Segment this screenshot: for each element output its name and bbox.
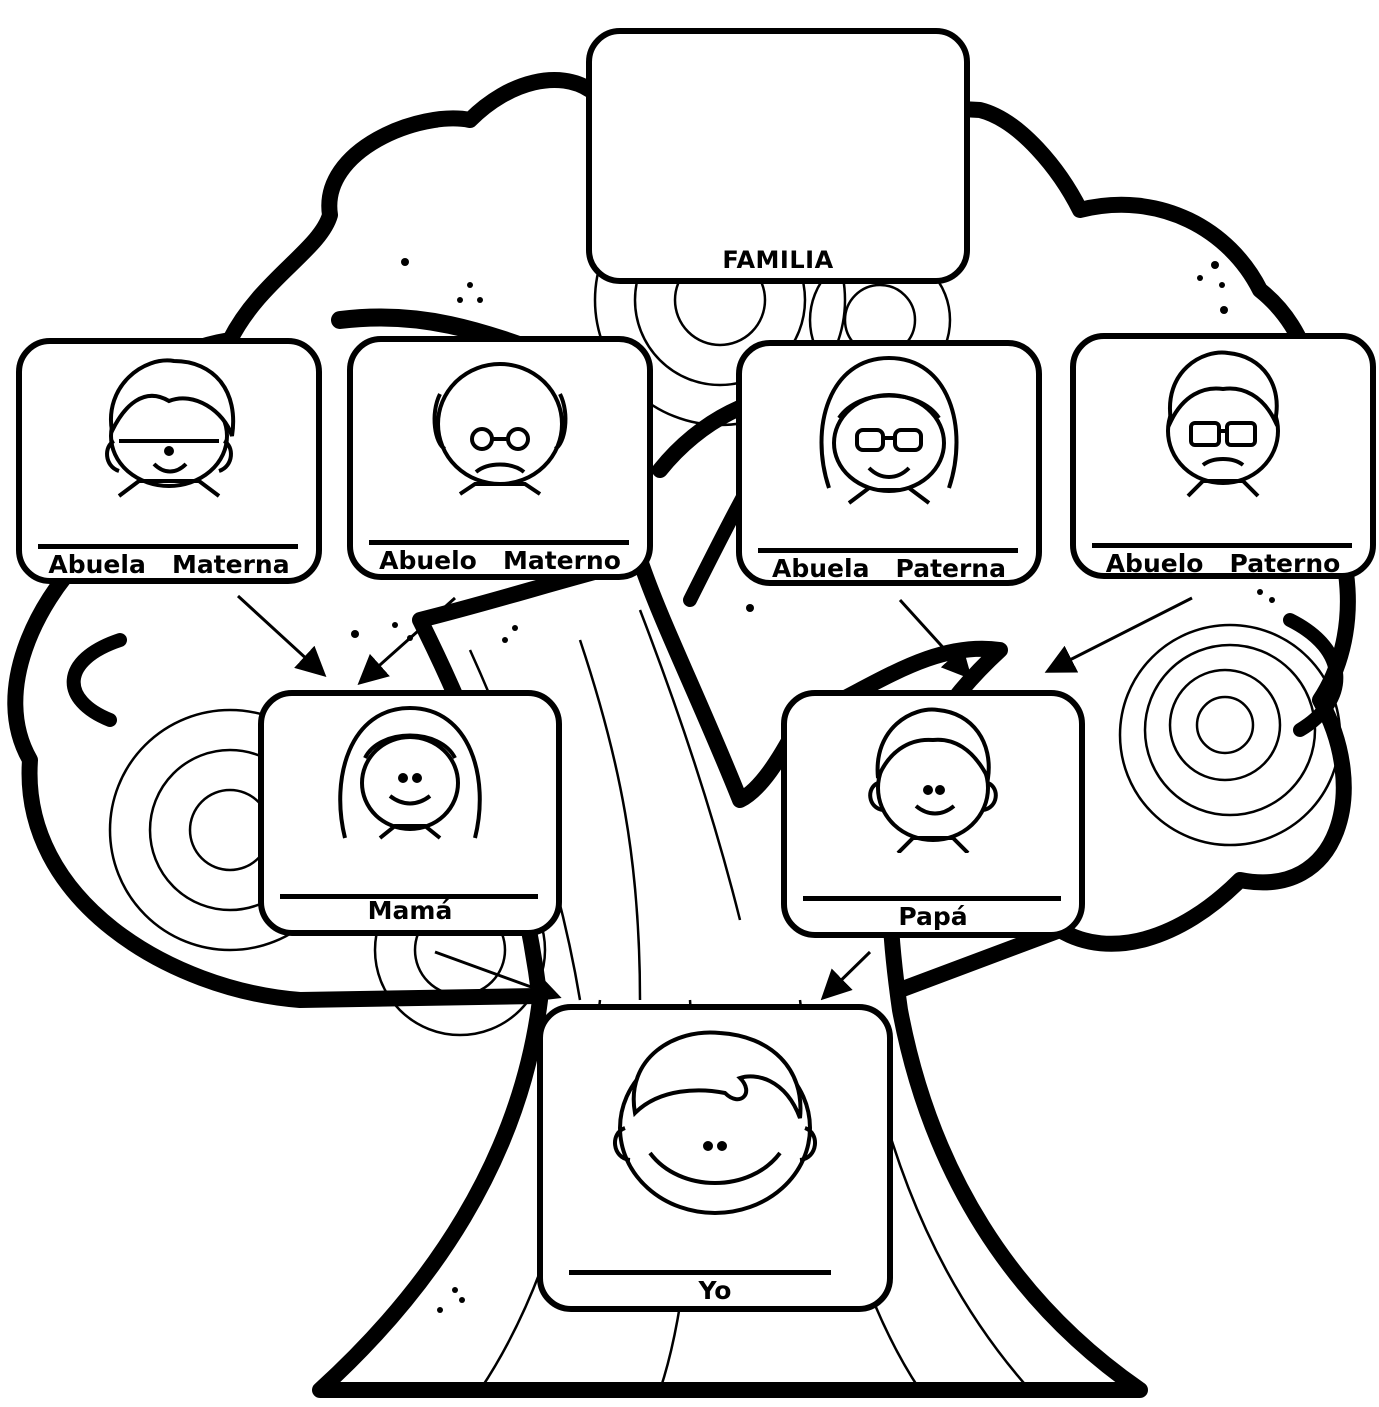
mother-face-icon xyxy=(325,698,495,848)
label-mama: Mamá xyxy=(264,896,556,925)
card-abuelo-materno: Abuelo Materno xyxy=(347,336,653,580)
label-abuela-materna: Abuela Materna xyxy=(22,550,316,579)
grandmother-face-icon xyxy=(789,348,989,508)
card-yo: Yo xyxy=(537,1004,893,1312)
card-mama: Mamá xyxy=(258,690,562,936)
arrow-icon xyxy=(238,596,322,673)
child-face-icon xyxy=(590,1018,840,1218)
arrow-icon xyxy=(825,952,870,996)
label-yo: Yo xyxy=(543,1276,887,1305)
title-label: FAMILIA xyxy=(592,246,964,274)
father-face-icon xyxy=(848,698,1018,853)
label-abuela-paterna: Abuela Paterna xyxy=(742,554,1036,583)
label-abuelo-paterno: Abuelo Paterno xyxy=(1076,549,1370,578)
arrow-icon xyxy=(435,952,556,996)
label-papa: Papá xyxy=(787,902,1079,931)
card-abuelo-paterno: Abuelo Paterno xyxy=(1070,333,1376,579)
card-abuela-materna: Abuela Materna xyxy=(16,338,322,584)
arrow-icon xyxy=(362,598,455,681)
card-abuela-paterna: Abuela Paterna xyxy=(736,340,1042,586)
title-card: FAMILIA xyxy=(586,28,970,284)
card-papa: Papá xyxy=(781,690,1085,938)
grandmother-face-icon xyxy=(84,346,254,506)
arrow-icon xyxy=(900,600,968,675)
grandfather-face-icon xyxy=(1133,341,1313,501)
arrow-icon xyxy=(1050,598,1192,670)
label-abuelo-materno: Abuelo Materno xyxy=(353,546,647,575)
grandfather-face-icon xyxy=(400,344,600,504)
